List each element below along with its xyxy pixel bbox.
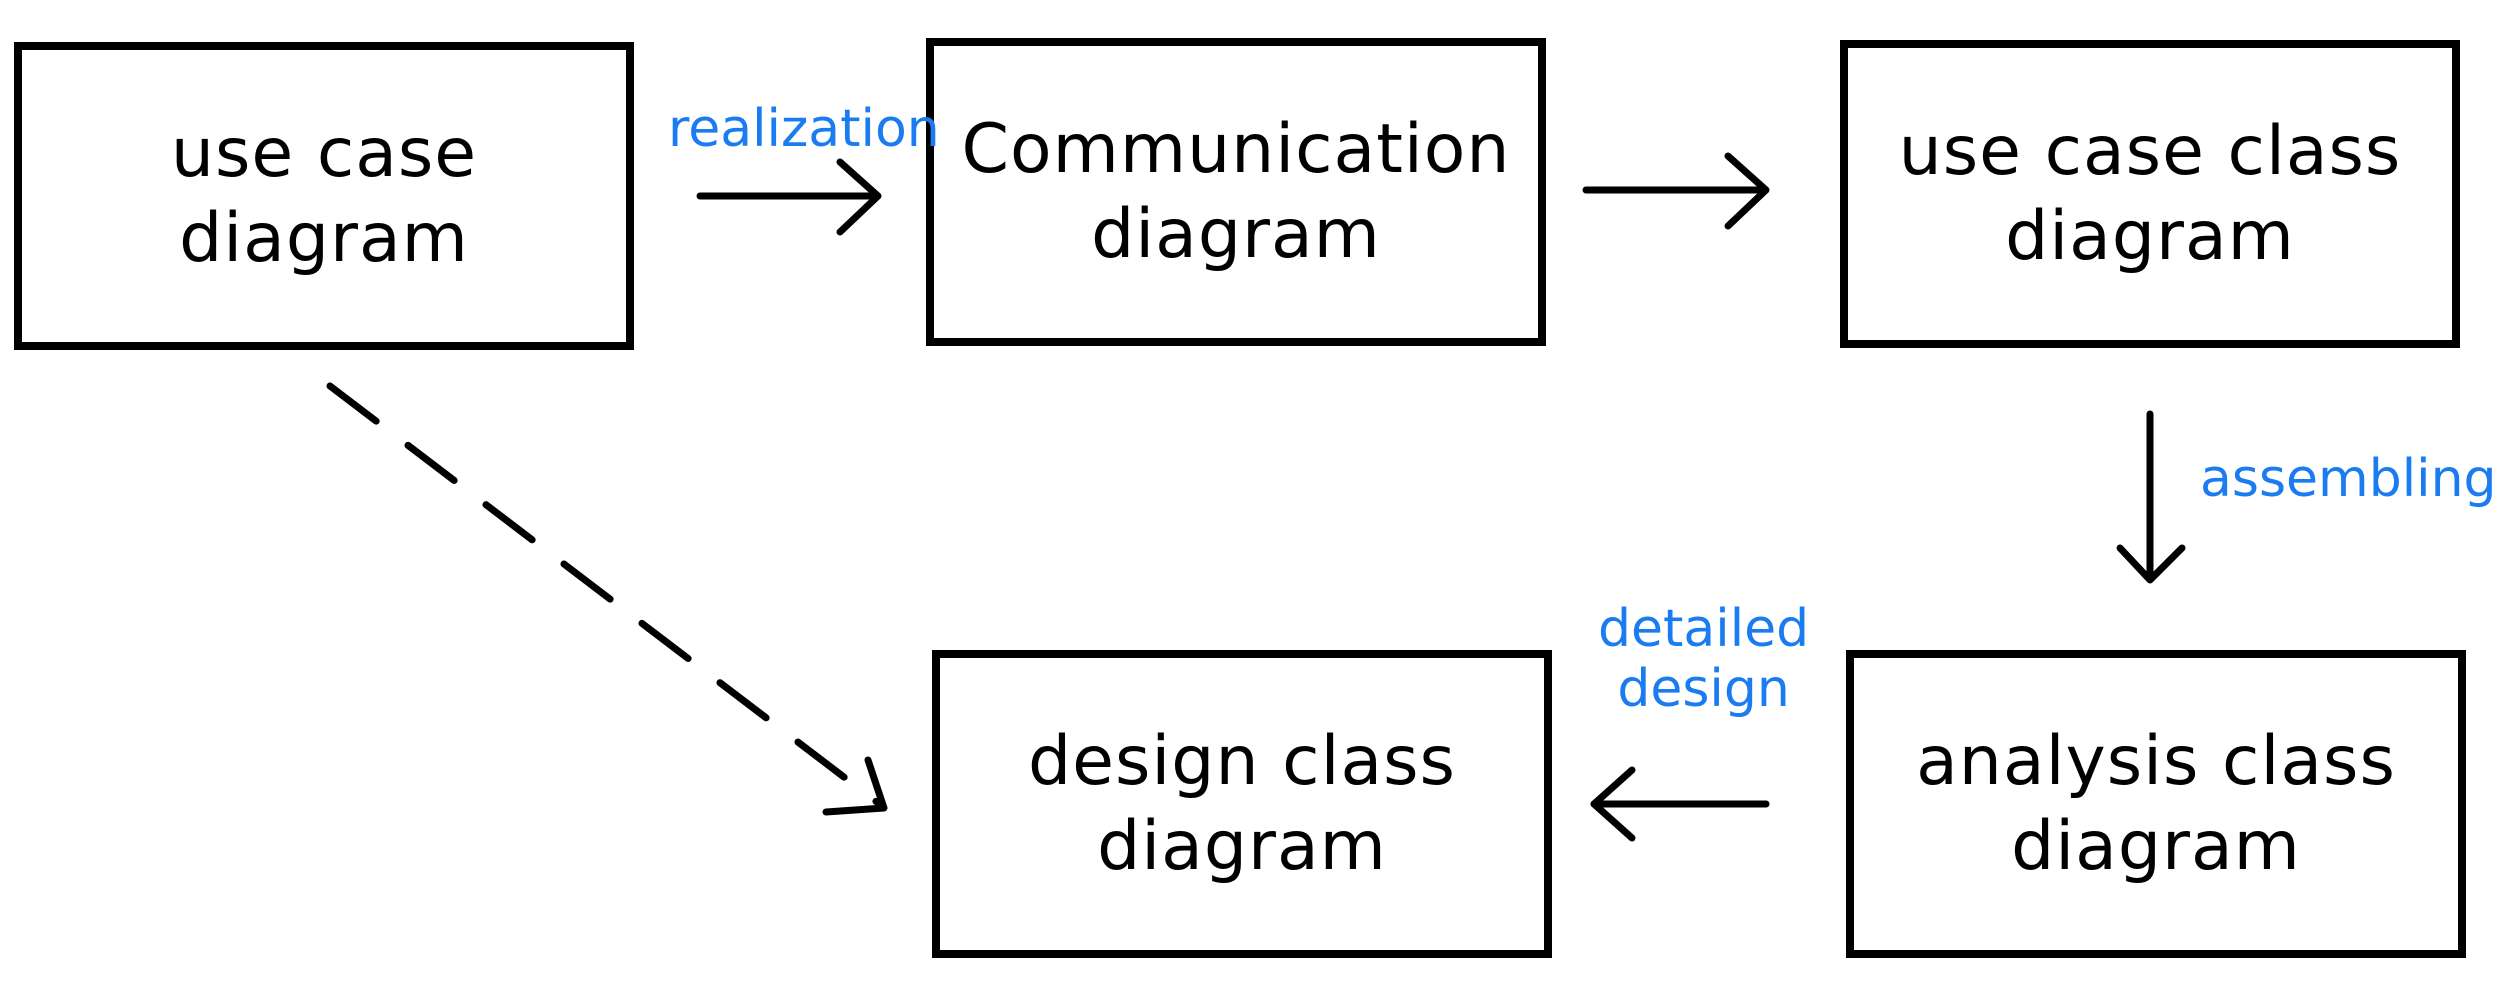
edge-realization (696, 158, 882, 236)
use-case-diagram-label: use case diagram (170, 114, 478, 278)
analysis-class-diagram-label: analysis class diagram (1916, 722, 2396, 886)
detailed-design-label: detailed design (1598, 599, 1810, 719)
edge-communication-to-use-case-class (1582, 152, 1770, 230)
use-case-class-diagram-label: use case class diagram (1898, 112, 2402, 276)
edge-use-case-to-design-class-dashed (326, 382, 888, 816)
communication-diagram-box[interactable]: Communication diagram (926, 38, 1546, 346)
communication-diagram-label: Communication diagram (961, 110, 1511, 274)
realization-label: realization (668, 99, 940, 159)
analysis-class-diagram-box[interactable]: analysis class diagram (1846, 650, 2466, 958)
design-class-diagram-box[interactable]: design class diagram (932, 650, 1552, 958)
edge-detailed-design (1590, 766, 1770, 842)
edge-assembling (2116, 410, 2186, 584)
use-case-diagram-box[interactable]: use case diagram (14, 42, 634, 350)
assembling-label: assembling (2200, 449, 2497, 509)
use-case-class-diagram-box[interactable]: use case class diagram (1840, 40, 2460, 348)
design-class-diagram-label: design class diagram (1027, 722, 1456, 886)
